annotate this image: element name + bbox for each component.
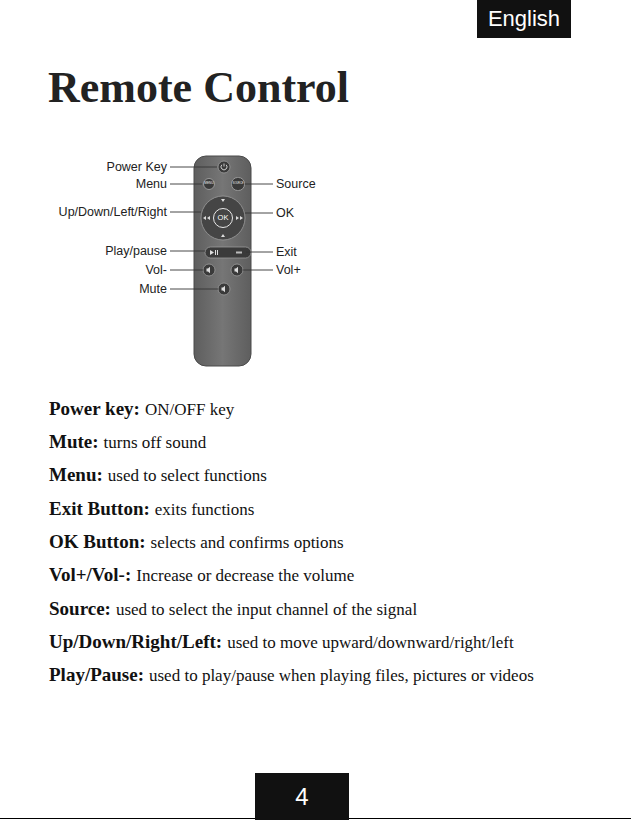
menu-button: MENU [203,178,215,190]
definition-term: OK Button: [49,531,146,552]
definition-row: Exit Button: exits functions [49,498,254,520]
definition-text: ON/OFF key [145,400,234,419]
definition-row: Power key: ON/OFF key [49,398,234,420]
callout-label: Exit [276,244,297,260]
language-tab: English [477,0,571,38]
definition-row: Mute: turns off sound [49,431,206,453]
definition-text: used to play/pause when playing files, p… [149,666,534,685]
definition-term: Up/Down/Right/Left: [49,631,222,652]
page-number-box: 4 [255,773,349,820]
definition-text: used to move upward/downward/right/left [227,633,514,652]
mute-button [218,283,230,295]
node-text: OK [218,214,229,222]
definition-text: used to select the input channel of the … [116,600,417,619]
definition-term: Menu: [49,464,103,485]
play-exit-bar [205,247,251,258]
remote-body [194,156,251,366]
definition-text: used to select functions [108,466,267,485]
definition-text: exits functions [155,500,255,519]
callout-label: Vol- [145,262,167,278]
definition-term: Play/Pause: [49,664,144,685]
definition-term: Source: [49,598,111,619]
leader-lines [170,167,273,289]
definition-term: Vol+/Vol-: [49,564,131,585]
definition-row: OK Button: selects and confirms options [49,531,344,553]
definition-row: Play/Pause: used to play/pause when playi… [49,664,534,686]
definition-row: Menu: used to select functions [49,464,267,486]
node-text: MENU [204,182,213,185]
callout-label: Mute [139,281,167,297]
definition-row: Vol+/Vol-: Increase or decrease the volum… [49,564,354,586]
callout-label: Play/pause [105,243,167,259]
callout-label: Vol+ [276,262,301,278]
definition-text: Increase or decrease the volume [136,566,354,585]
node-text: English [488,8,560,30]
definition-term: Mute: [49,431,99,452]
callout-label: OK [276,205,294,221]
callout-label: Source [276,176,316,192]
dpad [201,196,245,240]
node-text: SOURCE [232,183,243,186]
definition-row: Source: used to select the input channel … [49,598,417,620]
definition-term: Power key: [49,398,140,419]
definition-term: Exit Button: [49,498,150,519]
vol-minus-button [203,264,215,276]
power-button [218,161,230,173]
vol-plus-button [231,264,243,276]
callout-label: Menu [136,176,167,192]
definition-text: turns off sound [104,433,207,452]
node-text: 4 [295,785,308,809]
callout-label: Power Key [107,159,167,175]
page-title: Remote Control [48,62,349,114]
definition-row: Up/Down/Right/Left: used to move upward/d… [49,631,514,653]
source-button: SOURCE [231,177,244,190]
ok-button: OK [213,208,233,228]
definition-text: selects and confirms options [151,533,344,552]
callout-label: Up/Down/Left/Right [59,204,167,220]
